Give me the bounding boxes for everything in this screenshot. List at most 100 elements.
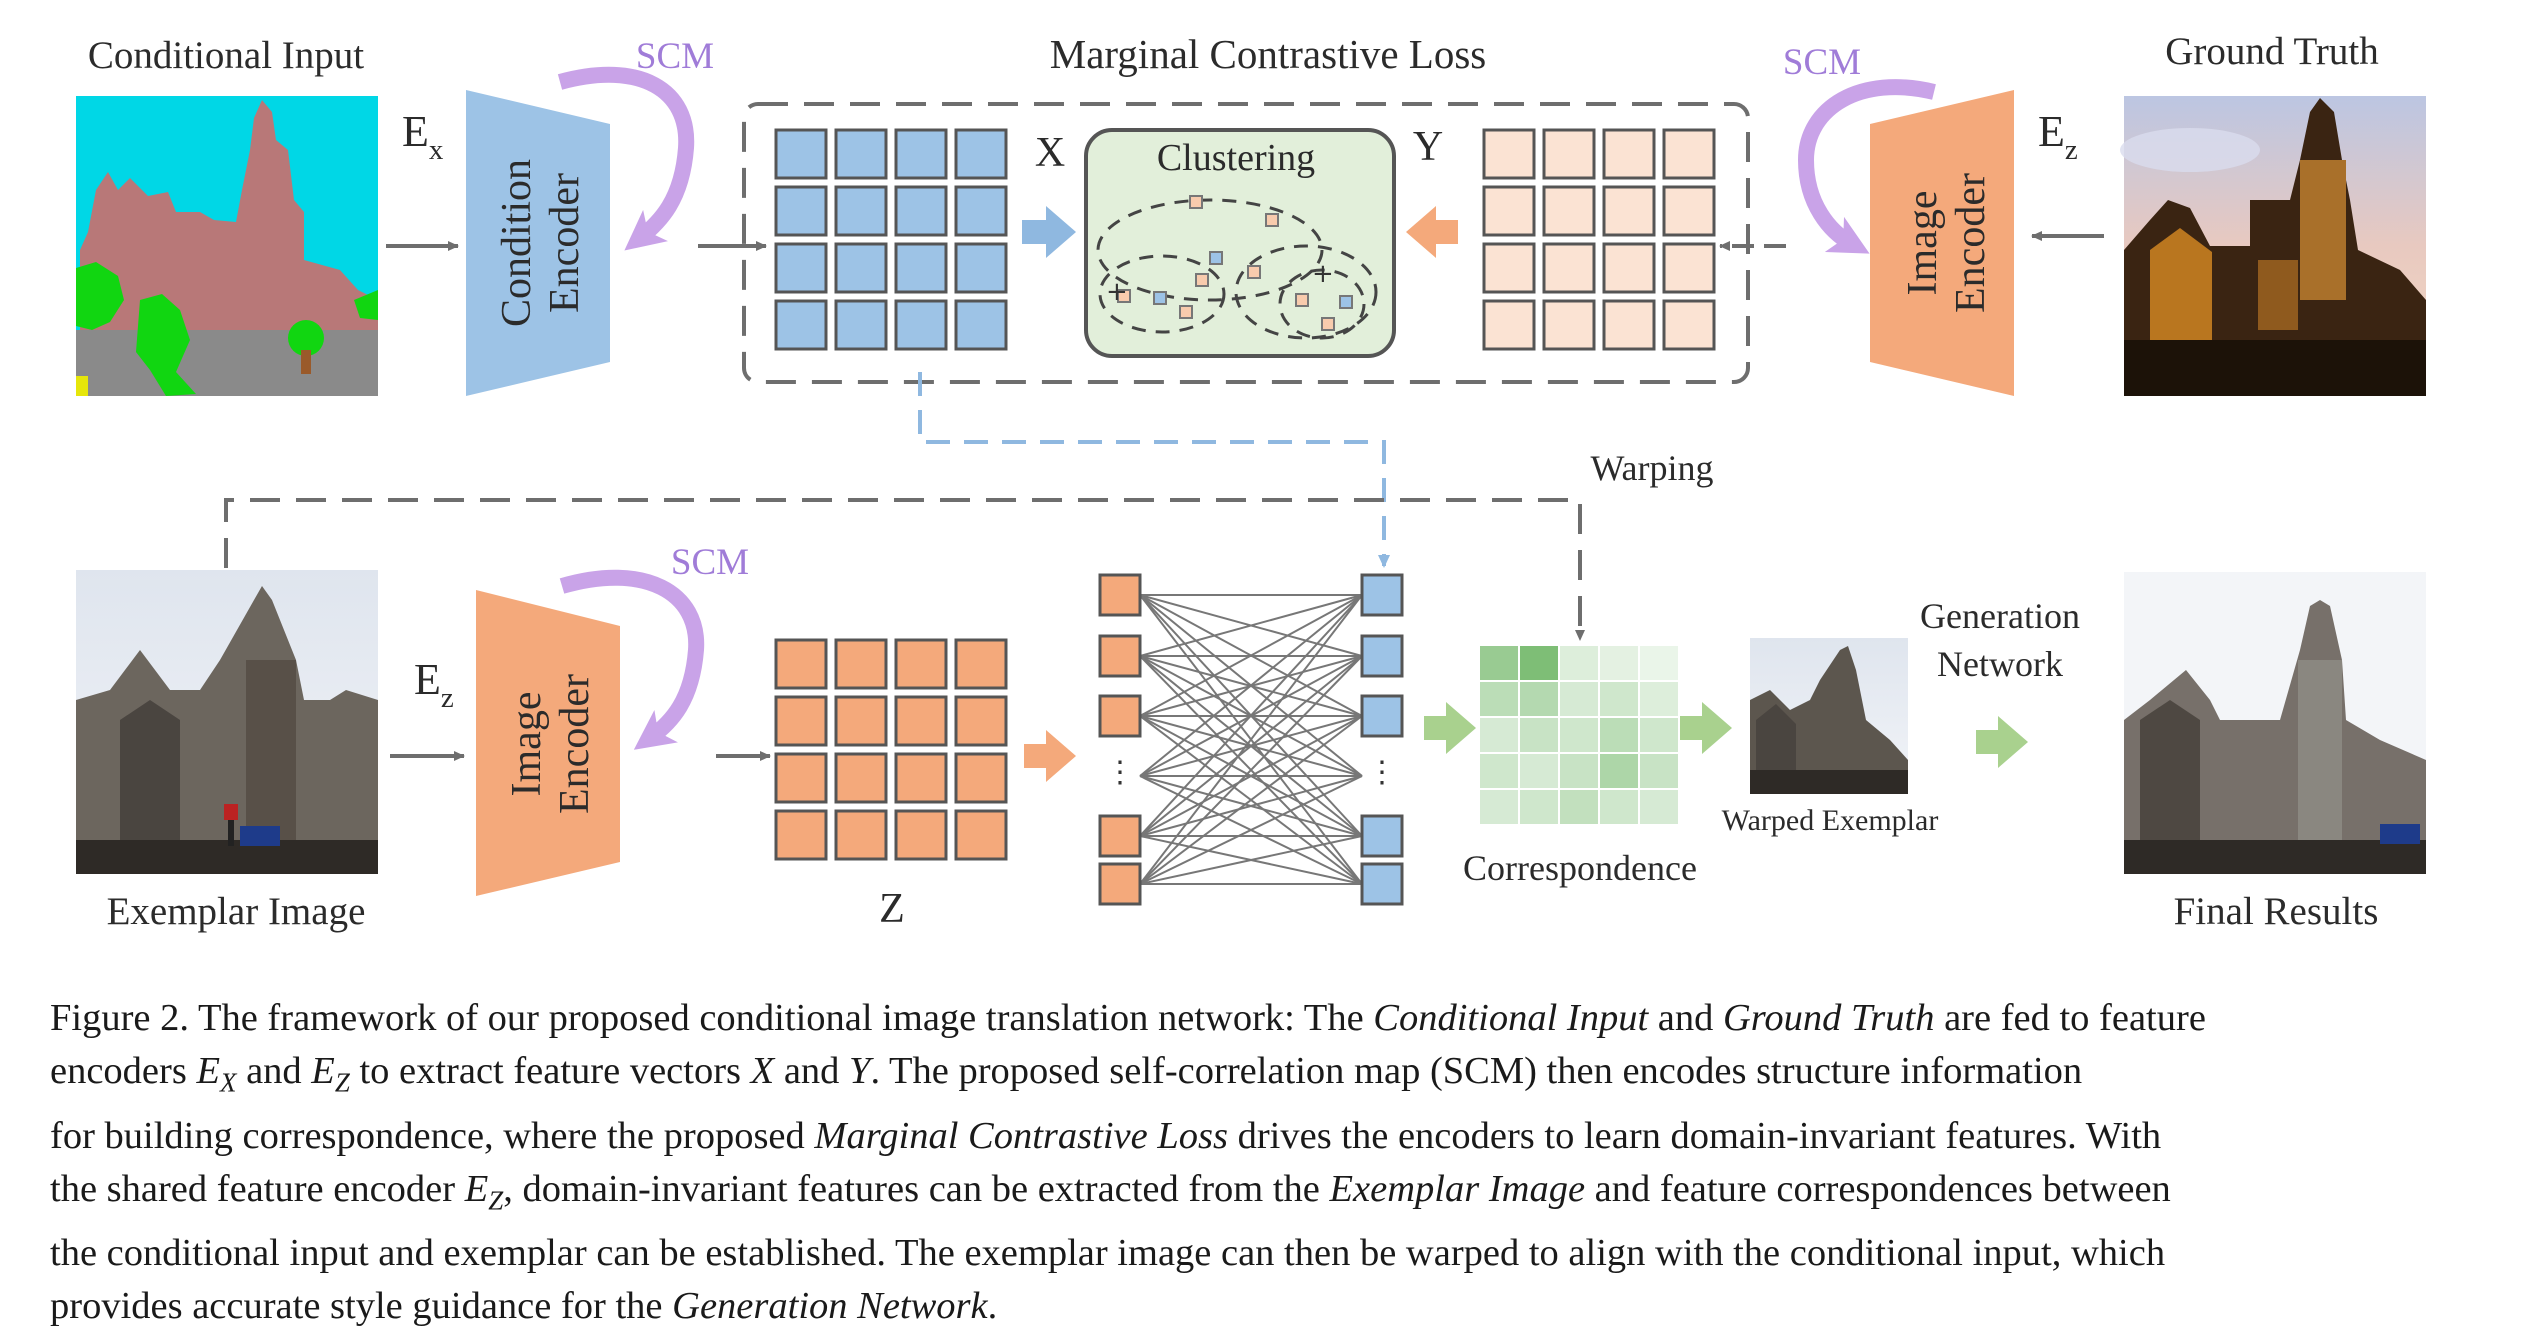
- feature-cell: [1482, 299, 1536, 351]
- feature-cell: [1602, 242, 1656, 294]
- target-feature-node: [1360, 694, 1404, 738]
- caption-line: the conditional input and exemplar can b…: [50, 1232, 2166, 1275]
- source-feature-node: [1098, 634, 1142, 678]
- correspondence-cell: [1520, 718, 1558, 752]
- feature-cell: [834, 638, 888, 690]
- condition-encoder-label-line1: Condition: [494, 159, 540, 327]
- svg-text:+: +: [1106, 277, 1128, 307]
- feature-cell: [894, 695, 948, 747]
- feature-cell: [834, 242, 888, 294]
- image-encoder-bottom-label-line1: Image: [504, 692, 550, 797]
- arrow-correspondence-to-warped: [1680, 702, 1732, 754]
- feature-cell: [774, 242, 828, 294]
- feature-cell: [1482, 128, 1536, 180]
- exemplar-image: [76, 570, 378, 874]
- image-encoder-bottom: [476, 590, 620, 896]
- feature-cell: [954, 638, 1008, 690]
- source-feature-node: [1098, 573, 1142, 617]
- feature-cell: [774, 638, 828, 690]
- correspondence-cell: [1640, 682, 1678, 716]
- caption-line: for building correspondence, where the p…: [50, 1114, 2162, 1157]
- final-results-image: [2124, 572, 2426, 874]
- condition-encoder-label-line2: Encoder: [542, 173, 588, 313]
- image-encoder-bottom-label-line2: Encoder: [552, 674, 598, 814]
- warped-exemplar-label: Warped Exemplar: [1722, 804, 1939, 837]
- ground-truth-image: [2120, 96, 2426, 396]
- correspondence-cell: [1520, 682, 1558, 716]
- correspondence-cell: [1640, 790, 1678, 824]
- ex-label: Ex: [402, 107, 444, 166]
- feature-cell: [834, 809, 888, 861]
- arrow-y-to-clustering: [1406, 206, 1458, 258]
- arrow-matching-to-correspondence: [1424, 702, 1476, 754]
- correspondence-cell: [1560, 754, 1598, 788]
- scm-loop-arrow-image-bottom: [559, 569, 705, 750]
- feature-cell: [774, 185, 828, 237]
- scm-label-image-bottom: SCM: [671, 542, 749, 583]
- correspondence-cell: [1560, 718, 1598, 752]
- clustering-label: Clustering: [1157, 137, 1315, 179]
- arrow-warped-to-generation: [1976, 716, 2028, 768]
- conditional-input-segmentation-map: [76, 96, 378, 396]
- feature-cell: [834, 752, 888, 804]
- y-label: Y: [1413, 124, 1443, 170]
- feature-cell: [1602, 128, 1656, 180]
- target-feature-node: [1360, 573, 1404, 617]
- feature-grid-y: [1482, 128, 1716, 351]
- feature-cell: [1662, 299, 1716, 351]
- target-feature-node: [1360, 634, 1404, 678]
- feature-cell: [954, 752, 1008, 804]
- exemplar-image-title: Exemplar Image: [107, 890, 366, 933]
- condition-encoder: [466, 90, 610, 396]
- warped-exemplar-image: [1750, 638, 1908, 794]
- correspondence-cell: [1640, 646, 1678, 680]
- feature-cell: [894, 299, 948, 351]
- match-edge: [1139, 594, 1363, 837]
- feature-cell: [834, 299, 888, 351]
- match-edge: [1139, 775, 1363, 885]
- feature-cell: [774, 752, 828, 804]
- feature-cell: [954, 809, 1008, 861]
- conditional-input-title: Conditional Input: [88, 34, 364, 77]
- scm-label-image-top: SCM: [1783, 42, 1861, 83]
- feature-cell: [774, 128, 828, 180]
- feature-cell: [954, 299, 1008, 351]
- arrow-x-to-clustering: [1022, 206, 1076, 258]
- target-feature-node: [1360, 814, 1404, 858]
- warping-dashed-path: [224, 498, 1585, 641]
- source-feature-node: [1098, 862, 1142, 906]
- image-encoder-top: [1870, 90, 2014, 396]
- warping-label: Warping: [1590, 448, 1713, 488]
- feature-cell: [834, 695, 888, 747]
- image-encoder-top-label-line2: Encoder: [1948, 173, 1994, 313]
- feature-grid-z: [774, 638, 1008, 861]
- clustering-ellipses: [1096, 198, 1378, 340]
- scm-label-condition: SCM: [636, 36, 714, 77]
- scm-loop-arrow-condition: [557, 66, 695, 251]
- feature-cell: [894, 185, 948, 237]
- feature-cell: [834, 185, 888, 237]
- feature-cell: [894, 752, 948, 804]
- feature-cell: [1662, 128, 1716, 180]
- match-edge: [1139, 715, 1363, 837]
- ez-label-top: Ez: [2038, 107, 2078, 166]
- feature-cell: [954, 185, 1008, 237]
- correspondence-cell: [1520, 646, 1558, 680]
- feature-cell: [954, 695, 1008, 747]
- match-edge: [1139, 775, 1363, 837]
- ground-truth-title: Ground Truth: [2165, 30, 2378, 73]
- svg-text:+: +: [1312, 259, 1334, 289]
- figure-caption: Figure 2. The framework of our proposed …: [50, 992, 2490, 1333]
- clustering-points: + +: [1106, 195, 1353, 331]
- feature-cell: [1542, 185, 1596, 237]
- x-label: X: [1035, 130, 1065, 176]
- generation-network-label-line1: Generation: [1920, 596, 2080, 636]
- ellipsis-right: ⋮: [1367, 756, 1397, 789]
- caption-line: provides accurate style guidance for the…: [50, 1285, 998, 1328]
- match-edge: [1139, 594, 1363, 777]
- source-feature-node: [1098, 814, 1142, 858]
- correspondence-cell: [1600, 646, 1638, 680]
- feature-grid-x: [774, 128, 1008, 351]
- match-edge: [1139, 594, 1363, 885]
- ez-label-bottom: Ez: [414, 655, 454, 714]
